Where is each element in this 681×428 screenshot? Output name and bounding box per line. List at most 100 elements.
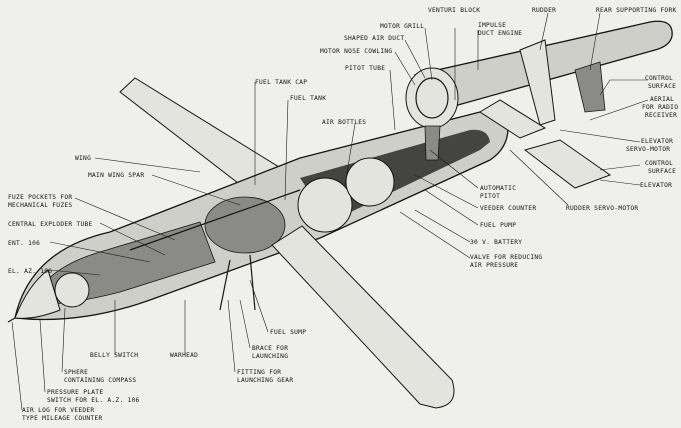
label-warhead: WARHEAD — [170, 352, 198, 359]
label-valve-2: AIR PRESSURE — [470, 262, 518, 269]
front-pylon — [424, 125, 441, 161]
label-brace-1: BRACE FOR — [252, 345, 288, 352]
label-central-exploder-tube: CENTRAL EXPLODER TUBE — [8, 221, 93, 228]
leader-rudder-servo — [509, 149, 569, 206]
leader-valve — [399, 211, 471, 259]
label-rudder: RUDDER — [532, 7, 556, 14]
label-wing: WING — [75, 155, 91, 162]
label-control-surface-lower-1: CONTROL — [645, 160, 673, 167]
leader-fuel-pump — [424, 189, 479, 226]
nose-cone — [14, 269, 61, 319]
label-30v-battery: 30 V. BATTERY — [470, 239, 522, 246]
label-air-bottles: AIR BOTTLES — [322, 119, 366, 126]
rear-fork — [574, 61, 606, 113]
leader-lines — [11, 12, 649, 411]
label-belly-switch: BELLY SWITCH — [90, 352, 138, 359]
compass-sphere — [54, 272, 90, 308]
aircraft-drawing — [7, 20, 673, 409]
label-motor-grill: MOTOR GRILL — [380, 23, 424, 30]
label-automatic-pitot-2: PITOT — [480, 193, 500, 200]
leader-air-log — [11, 321, 23, 411]
leader-fork — [589, 12, 601, 71]
leader-ent106 — [49, 241, 151, 263]
label-automatic-pitot-1: AUTOMATIC — [480, 185, 516, 192]
air-bottle-2 — [345, 157, 395, 207]
label-veeder-counter: VEEDER COUNTER — [480, 205, 536, 212]
motor-grill-shape — [405, 67, 459, 129]
label-pressure-plate-1: PRESSURE PLATE — [47, 389, 103, 396]
label-impulse: IMPULSE — [478, 22, 506, 29]
label-rear-supporting-fork: REAR SUPPORTING FORK — [596, 7, 677, 14]
leader-sump — [249, 279, 269, 333]
air-log-probe — [7, 317, 16, 323]
leader-rudder — [539, 12, 549, 51]
leader-control-upper — [599, 79, 648, 96]
label-fitting-2: LAUNCHING GEAR — [237, 377, 293, 384]
label-air-log-2: TYPE MILEAGE COUNTER — [22, 415, 103, 422]
label-valve-1: VALVE FOR REDUCING — [470, 254, 542, 261]
spar-line — [129, 189, 301, 251]
label-duct-engine: DUCT ENGINE — [478, 30, 522, 37]
leader-brace — [239, 299, 251, 349]
leader-cowling — [394, 51, 416, 86]
label-elevator-servo-1: ELEVATOR — [641, 138, 673, 145]
label-fuze-pockets-1: FUZE POCKETS FOR — [8, 194, 72, 201]
leader-shaped-duct — [404, 39, 426, 79]
label-fuze-pockets-2: MECHANICAL FUZES — [8, 202, 72, 209]
label-rudder-servo-motor: RUDDER SERVO-MOTOR — [566, 205, 638, 212]
right-elevator — [523, 139, 612, 189]
label-pressure-plate-2: SWITCH FOR EL. A.Z. 106 — [47, 397, 140, 404]
leader-spar — [151, 174, 241, 206]
label-el-az-106: EL. AZ. 106 — [8, 268, 52, 275]
leader-fuze — [74, 197, 176, 241]
label-brace-2: LAUNCHING — [252, 353, 288, 360]
label-shaped-air-duct: SHAPED AIR DUCT — [344, 35, 404, 42]
label-main-wing-spar: MAIN WING SPAR — [88, 172, 144, 179]
leader-fuel-tank — [284, 99, 289, 201]
label-motor-nose-cowling: MOTOR NOSE COWLING — [320, 48, 392, 55]
leader-aerial — [589, 99, 649, 121]
leader-veeder — [414, 174, 479, 209]
air-bottle-1 — [297, 177, 353, 233]
label-aerial-3: RECEIVER — [645, 112, 677, 119]
right-wing — [271, 225, 455, 409]
leader-fitting — [227, 299, 236, 373]
fuel-tank-shape — [204, 196, 286, 254]
strut-1 — [219, 259, 231, 311]
label-sphere-2: CONTAINING COMPASS — [64, 377, 136, 384]
leader-wing — [94, 157, 201, 173]
label-fuel-pump: FUEL PUMP — [480, 222, 516, 229]
label-fitting-1: FITTING FOR — [237, 369, 281, 376]
leader-elaz — [49, 269, 101, 276]
label-fuel-sump: FUEL SUMP — [270, 329, 306, 336]
label-control-surface-lower-2: SURFACE — [648, 168, 676, 175]
label-sphere-1: SPHERE — [64, 369, 88, 376]
label-aerial-2: FOR RADIO — [642, 104, 678, 111]
label-ent-106: ENT. 106 — [8, 240, 40, 247]
label-pitot-tube: PITOT TUBE — [345, 65, 385, 72]
label-control-surface-upper-2: SURFACE — [648, 83, 676, 90]
label-elevator-servo-2: SERVO-MOTOR — [626, 146, 670, 153]
strut-2 — [249, 254, 256, 311]
leader-control-lower — [599, 164, 641, 171]
leader-exploder — [99, 222, 166, 256]
leader-battery — [414, 209, 471, 243]
callout-labels: VENTURI BLOCK RUDDER REAR SUPPORTING FOR… — [8, 7, 678, 422]
leader-pitot — [389, 69, 396, 131]
leader-pressure — [39, 319, 46, 393]
leader-sphere — [61, 307, 66, 373]
leader-air-bottles — [344, 123, 356, 186]
left-elevator — [479, 99, 547, 139]
label-venturi-block: VENTURI BLOCK — [428, 7, 480, 14]
leader-elevator — [599, 179, 641, 186]
leader-auto-pitot — [429, 149, 479, 189]
label-fuel-tank-cap: FUEL TANK CAP — [255, 79, 307, 86]
rudder-fin — [519, 39, 556, 126]
label-aerial-1: AERIAL — [650, 96, 674, 103]
label-fuel-tank: FUEL TANK — [290, 95, 326, 102]
leader-motor-grill — [424, 27, 433, 81]
label-air-log-1: AIR LOG FOR VEEDER — [22, 407, 94, 414]
label-control-surface-upper-1: CONTROL — [645, 75, 673, 82]
